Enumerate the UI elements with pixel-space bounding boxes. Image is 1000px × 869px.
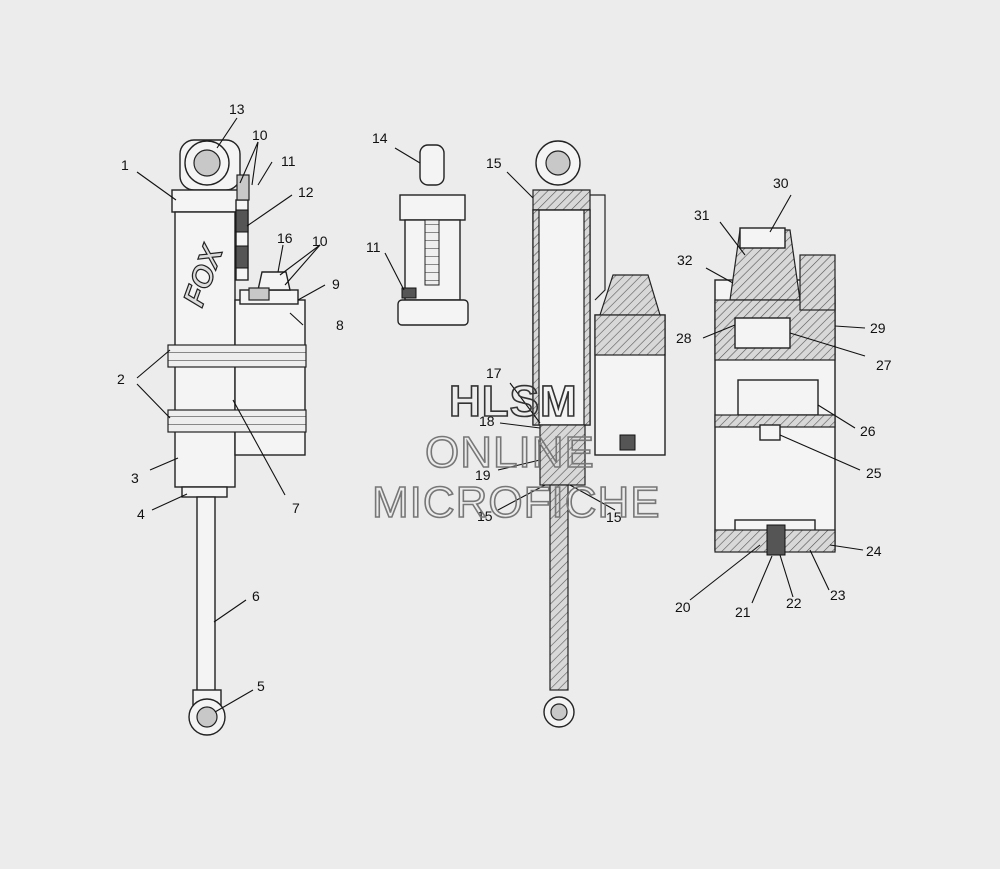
side-eye — [419, 144, 445, 186]
callout-13: 13 — [229, 101, 245, 117]
shaft-seal-head — [181, 486, 228, 498]
watermark-line-3: MICROFICHE — [372, 478, 661, 527]
side-hose — [424, 219, 440, 286]
callout-27: 27 — [876, 357, 892, 373]
detail-side-valve — [799, 254, 836, 311]
callout-14: 14 — [372, 130, 388, 146]
callout-16: 16 — [277, 230, 293, 246]
section-reservoir-cap — [599, 274, 661, 316]
shock-exterior-view: FOX — [167, 139, 307, 736]
side-cap — [399, 194, 466, 221]
callout-4: 4 — [137, 506, 145, 522]
leader-lines — [136, 117, 866, 713]
detail-adjuster — [739, 227, 786, 249]
section-body — [532, 209, 591, 426]
hose-fitting-lower — [235, 245, 249, 269]
shock-top-side-view — [397, 144, 469, 326]
callout-23: 23 — [830, 587, 846, 603]
callout-1: 1 — [121, 157, 129, 173]
callout-3: 3 — [131, 470, 139, 486]
detail-ifp-valve — [759, 424, 781, 441]
callout-32: 32 — [677, 252, 693, 268]
callout-8: 8 — [336, 317, 344, 333]
callout-9: 9 — [332, 276, 340, 292]
callout-25: 25 — [866, 465, 882, 481]
callout-18: 18 — [479, 413, 495, 429]
callout-28: 28 — [676, 330, 692, 346]
reservoir-nut — [257, 271, 291, 291]
callout-11b: 11 — [366, 239, 381, 255]
side-base — [397, 299, 469, 326]
section-valve — [619, 434, 636, 451]
top-eye-bore — [193, 149, 221, 177]
side-fitting — [401, 287, 417, 299]
clamp-band-upper — [167, 344, 307, 368]
callouts: 1 2 3 4 5 6 7 8 9 10 10 11 11 12 13 14 1… — [117, 101, 892, 694]
section-reservoir-piston — [594, 314, 666, 356]
body-cap — [171, 189, 241, 213]
detail-valve-body — [734, 317, 791, 349]
detail-bottom-valve — [766, 524, 786, 556]
callout-24: 24 — [866, 543, 882, 559]
callout-19: 19 — [475, 467, 491, 483]
reservoir-detail — [714, 227, 836, 556]
callout-21: 21 — [735, 604, 751, 620]
section-bottom-eye-bore — [550, 703, 568, 721]
section-eye-bore — [545, 150, 571, 176]
callout-30: 30 — [773, 175, 789, 191]
callout-22: 22 — [786, 595, 802, 611]
section-wall-left — [532, 209, 540, 426]
callout-7: 7 — [292, 500, 300, 516]
banjo-fitting — [236, 174, 250, 201]
section-hose-line — [590, 194, 606, 301]
section-wall-right — [583, 209, 591, 426]
watermark-line-2: ONLINE — [425, 428, 595, 477]
callout-5: 5 — [257, 678, 265, 694]
callout-20: 20 — [675, 599, 691, 615]
callout-10a: 10 — [252, 127, 268, 143]
section-shaft — [549, 484, 569, 691]
callout-17: 17 — [486, 365, 502, 381]
detail-ifp — [737, 379, 819, 416]
shaft — [196, 496, 216, 698]
clamp-band-lower — [167, 409, 307, 433]
callout-11a: 11 — [281, 153, 296, 169]
section-cap — [532, 189, 591, 211]
callout-6: 6 — [252, 588, 260, 604]
watermark: HLSM ONLINE MICROFICHE — [371, 376, 661, 528]
bottom-eye-bore — [196, 706, 218, 728]
callout-26: 26 — [860, 423, 876, 439]
callout-15b: 15 — [477, 508, 493, 524]
callout-15c: 15 — [606, 509, 622, 525]
callout-2: 2 — [117, 371, 125, 387]
callout-15a: 15 — [486, 155, 502, 171]
callout-31: 31 — [694, 207, 710, 223]
callout-29: 29 — [870, 320, 886, 336]
reservoir-fitting — [248, 287, 270, 301]
callout-10b: 10 — [312, 233, 328, 249]
hose-fitting — [235, 209, 249, 233]
callout-12: 12 — [298, 184, 314, 200]
shock-cross-section — [532, 140, 666, 728]
watermark-line-1: HLSM — [449, 377, 578, 426]
